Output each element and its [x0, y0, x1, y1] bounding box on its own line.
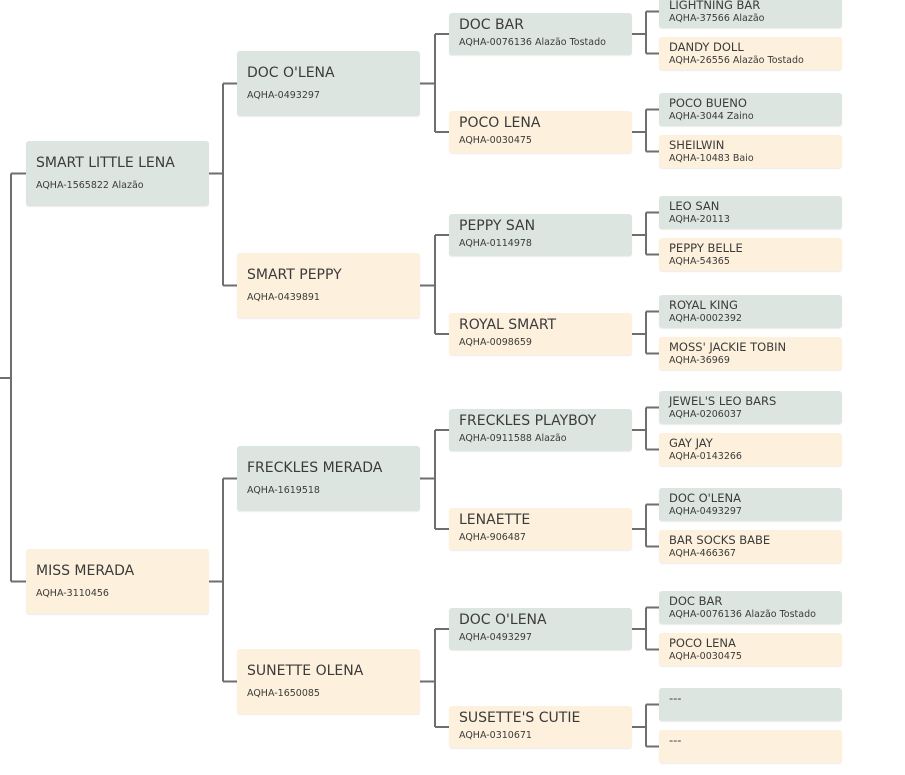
- horse-name: PEPPY BELLE: [669, 241, 743, 255]
- horse-name: SHEILWIN: [669, 138, 725, 152]
- registration-number: AQHA-20113: [669, 214, 730, 225]
- horse-card-gen3[interactable]: ROYAL SMART AQHA-0098659: [449, 313, 632, 355]
- registration-number: AQHA-0030475: [669, 651, 742, 662]
- registration-number: AQHA-10483 Baio: [669, 153, 754, 164]
- registration-number: AQHA-0076136 Alazão Tostado: [669, 609, 816, 620]
- horse-name: MISS MERADA: [36, 563, 135, 579]
- registration-number: AQHA-466367: [669, 548, 736, 559]
- registration-number: AQHA-54365: [669, 256, 730, 267]
- horse-name: DOC BAR: [669, 594, 723, 608]
- registration-number: AQHA-0076136 Alazão Tostado: [459, 37, 606, 48]
- horse-name: SUSETTE'S CUTIE: [459, 710, 581, 726]
- registration-number: AQHA-3110456: [36, 588, 109, 599]
- registration-number: AQHA-36969: [669, 355, 730, 366]
- horse-card-gen3[interactable]: PEPPY SAN AQHA-0114978: [449, 214, 632, 256]
- registration-number: AQHA-0493297: [669, 506, 742, 517]
- horse-card-gen2[interactable]: SUNETTE OLENA AQHA-1650085: [237, 649, 420, 714]
- horse-name: FRECKLES MERADA: [247, 460, 383, 476]
- registration-number: AQHA-0206037: [669, 409, 742, 420]
- horse-card-gen3[interactable]: POCO LENA AQHA-0030475: [449, 111, 632, 153]
- horse-card-gen2[interactable]: DOC O'LENA AQHA-0493297: [237, 51, 420, 116]
- horse-card-gen2[interactable]: SMART PEPPY AQHA-0439891: [237, 253, 420, 318]
- registration-number: AQHA-0439891: [247, 292, 320, 303]
- registration-number: AQHA-26556 Alazão Tostado: [669, 55, 804, 66]
- registration-number: AQHA-0493297: [247, 90, 320, 101]
- horse-name: LENAETTE: [459, 512, 531, 528]
- horse-name: DOC O'LENA: [247, 65, 335, 81]
- registration-number: AQHA-3044 Zaino: [669, 111, 754, 122]
- horse-card-gen2[interactable]: FRECKLES MERADA AQHA-1619518: [237, 446, 420, 511]
- horse-name: BAR SOCKS BABE: [669, 533, 771, 547]
- horse-name: DOC BAR: [459, 17, 524, 33]
- registration-number: AQHA-0098659: [459, 337, 532, 348]
- horse-card-gen3[interactable]: LENAETTE AQHA-906487: [449, 508, 632, 550]
- horse-card-gen3[interactable]: DOC O'LENA AQHA-0493297: [449, 608, 632, 650]
- horse-name: ---: [669, 691, 682, 705]
- horse-name: DOC O'LENA: [459, 612, 547, 628]
- horse-name: ---: [669, 733, 682, 747]
- registration-number: AQHA-0310671: [459, 730, 532, 741]
- horse-name: ROYAL KING: [669, 298, 738, 312]
- registration-number: AQHA-0114978: [459, 238, 532, 249]
- registration-number: AQHA-1565822 Alazão: [36, 180, 144, 191]
- horse-card-gen1[interactable]: MISS MERADA AQHA-3110456: [26, 549, 209, 614]
- registration-number: AQHA-906487: [459, 532, 526, 543]
- horse-card-gen4[interactable]: ---: [659, 688, 842, 721]
- horse-name: SMART LITTLE LENA: [36, 155, 175, 171]
- horse-name: DOC O'LENA: [669, 491, 741, 505]
- horse-card-gen3[interactable]: FRECKLES PLAYBOY AQHA-0911588 Alazão: [449, 409, 632, 451]
- registration-number: AQHA-0002392: [669, 313, 742, 324]
- horse-name: SUNETTE OLENA: [247, 663, 364, 679]
- registration-number: AQHA-1650085: [247, 688, 320, 699]
- registration-number: AQHA-1619518: [247, 485, 320, 496]
- horse-card-gen3[interactable]: DOC BAR AQHA-0076136 Alazão Tostado: [449, 13, 632, 55]
- horse-name: LEO SAN: [669, 199, 720, 213]
- horse-name: PEPPY SAN: [459, 218, 536, 234]
- horse-name: GAY JAY: [669, 436, 713, 450]
- horse-name: JEWEL'S LEO BARS: [669, 394, 777, 408]
- registration-number: AQHA-0493297: [459, 632, 532, 643]
- horse-name: SMART PEPPY: [247, 267, 342, 283]
- horse-card-gen3[interactable]: SUSETTE'S CUTIE AQHA-0310671: [449, 706, 632, 748]
- horse-name: ROYAL SMART: [459, 317, 557, 333]
- horse-name: POCO BUENO: [669, 96, 747, 110]
- registration-number: AQHA-0911588 Alazão: [459, 433, 567, 444]
- horse-card-gen1[interactable]: SMART LITTLE LENA AQHA-1565822 Alazão: [26, 141, 209, 206]
- horse-name: POCO LENA: [459, 115, 541, 131]
- horse-name: MOSS' JACKIE TOBIN: [669, 340, 787, 354]
- horse-name: FRECKLES PLAYBOY: [459, 413, 597, 429]
- registration-number: AQHA-37566 Alazão: [669, 13, 765, 24]
- registration-number: AQHA-0143266: [669, 451, 742, 462]
- horse-card-gen4[interactable]: ---: [659, 730, 842, 763]
- horse-name: DANDY DOLL: [669, 40, 744, 54]
- registration-number: AQHA-0030475: [459, 135, 532, 146]
- horse-name: POCO LENA: [669, 636, 736, 650]
- horse-name: LIGHTNING BAR: [669, 0, 761, 12]
